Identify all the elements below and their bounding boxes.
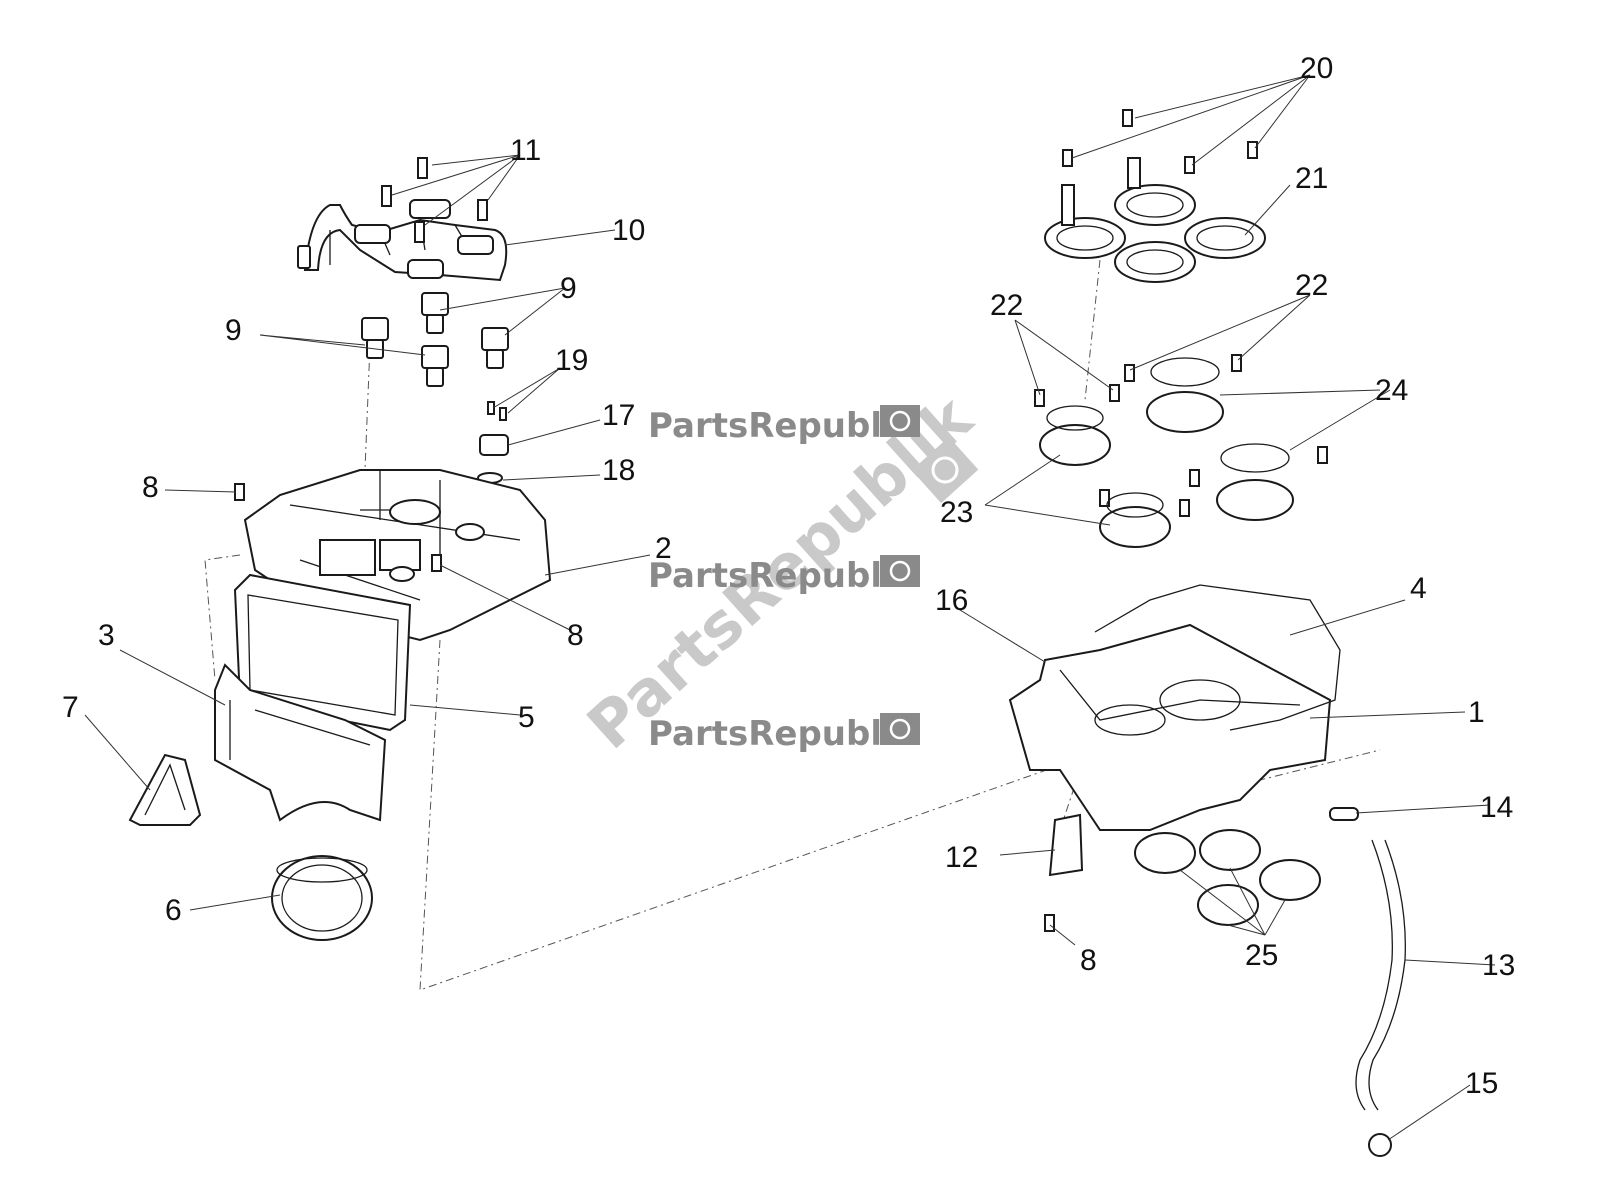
fuel-rail xyxy=(297,199,508,282)
callout-22a: 22 xyxy=(990,289,1023,322)
callout-1: 1 xyxy=(1468,696,1485,729)
airbox-gasket xyxy=(1094,584,1341,731)
callout-14: 14 xyxy=(1480,791,1513,824)
watermark-brand-3: PartsRepublik xyxy=(648,713,920,754)
watermark-brand-1: PartsRepublik xyxy=(648,405,920,446)
intake-seal xyxy=(128,753,202,826)
intake-ring xyxy=(271,855,373,941)
callout-17: 17 xyxy=(602,399,635,432)
hose-13 xyxy=(1355,839,1406,1111)
callout-21: 21 xyxy=(1295,162,1328,195)
intake-duct xyxy=(214,663,387,822)
callout-12: 12 xyxy=(945,841,978,874)
injectors xyxy=(361,292,509,387)
callout-10: 10 xyxy=(612,214,645,247)
callout-22b: 22 xyxy=(1295,269,1328,302)
callout-18: 18 xyxy=(602,454,635,487)
callout-25: 25 xyxy=(1245,939,1278,972)
callout-8c: 8 xyxy=(1080,944,1097,977)
callout-9a: 9 xyxy=(560,272,577,305)
callout-9b: 9 xyxy=(225,314,242,347)
callout-19: 19 xyxy=(555,344,588,377)
callout-23: 23 xyxy=(940,496,973,529)
callout-24: 24 xyxy=(1375,374,1408,407)
callout-11: 11 xyxy=(510,134,541,167)
callout-3: 3 xyxy=(98,619,115,652)
screws-11 xyxy=(381,157,488,243)
sensor-17-18-19 xyxy=(477,401,509,484)
callout-20: 20 xyxy=(1300,52,1333,85)
screws-20 xyxy=(1062,109,1258,174)
diagonal-watermark-flag-icon xyxy=(911,436,979,504)
watermark-brand-2: PartsRepublik xyxy=(648,555,920,596)
callout-15: 15 xyxy=(1465,1067,1498,1100)
callout-7: 7 xyxy=(62,691,79,724)
svg-text:PartsRepublik: PartsRepublik xyxy=(648,556,918,596)
svg-text:PartsRepublik: PartsRepublik xyxy=(648,406,918,446)
velocity-stack-plate xyxy=(1044,157,1266,283)
svg-text:PartsRepublik: PartsRepublik xyxy=(648,714,918,754)
screws-22 xyxy=(1034,354,1328,517)
leader-lines xyxy=(84,74,1496,1141)
clamp-14 xyxy=(1329,807,1359,821)
airbox-lower xyxy=(1008,623,1332,831)
callout-13: 13 xyxy=(1482,949,1515,982)
assembly-lines xyxy=(204,259,1381,991)
callout-8b: 8 xyxy=(567,619,584,652)
o-rings-25 xyxy=(1134,829,1321,926)
callout-5: 5 xyxy=(518,701,535,734)
bracket-12 xyxy=(1044,813,1084,932)
callout-8a: 8 xyxy=(142,471,159,504)
intake-funnels xyxy=(1039,357,1294,548)
callout-2: 2 xyxy=(655,532,672,565)
callout-4: 4 xyxy=(1410,572,1427,605)
callout-labels: 11 10 9 9 19 17 18 8 2 8 3 5 7 6 20 21 2… xyxy=(62,52,1515,1100)
callout-6: 6 xyxy=(165,894,182,927)
air-filter xyxy=(233,573,412,732)
callout-16: 16 xyxy=(935,584,968,617)
cap-15 xyxy=(1368,1133,1392,1157)
